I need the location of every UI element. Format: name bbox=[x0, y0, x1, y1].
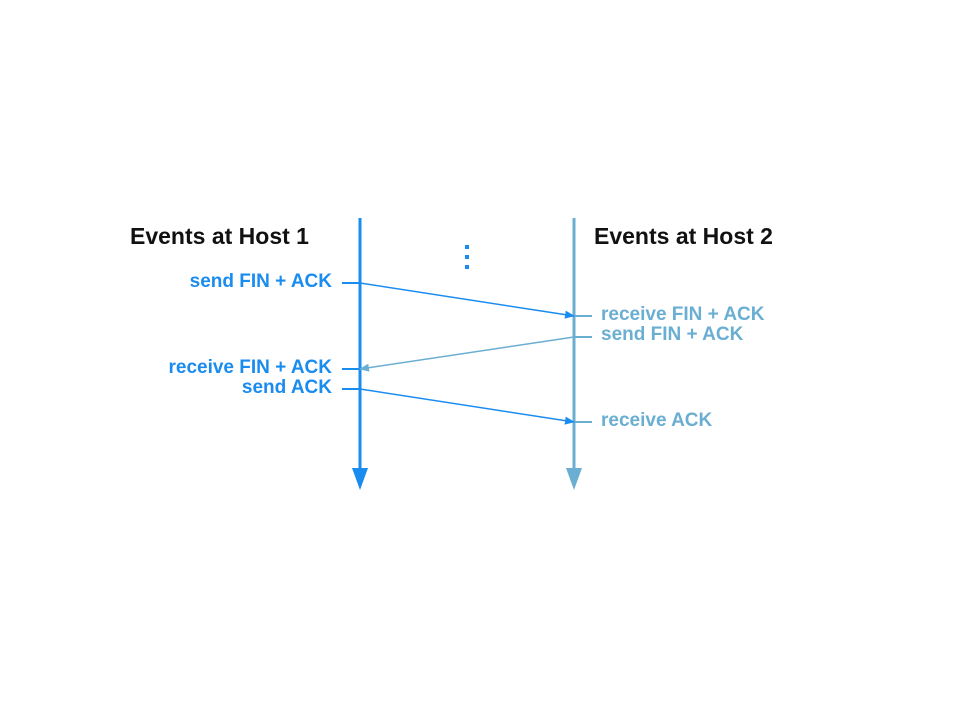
message-arrow-fin-ack-1 bbox=[359, 282, 575, 319]
host2-event-receive-fin-ack: receive FIN + ACK bbox=[601, 304, 765, 325]
message-arrow-fin-ack-2 bbox=[359, 336, 575, 372]
event-ticks bbox=[342, 282, 592, 423]
host1-event-send-ack: send ACK bbox=[241, 377, 332, 398]
host2-event-receive-ack: receive ACK bbox=[601, 410, 713, 431]
host1-event-send-fin-ack: send FIN + ACK bbox=[189, 271, 332, 292]
host2-title: Events at Host 2 bbox=[594, 223, 773, 249]
host1-timeline-arrowhead bbox=[352, 468, 368, 490]
message-arrow-ack bbox=[359, 388, 575, 425]
ellipsis-dots bbox=[465, 245, 469, 269]
host2-timeline bbox=[566, 218, 582, 490]
host2-event-send-fin-ack: send FIN + ACK bbox=[601, 324, 744, 345]
host1-title: Events at Host 1 bbox=[130, 223, 309, 249]
host2-timeline-arrowhead bbox=[566, 468, 582, 490]
host1-event-receive-fin-ack: receive FIN + ACK bbox=[168, 357, 332, 378]
host1-timeline bbox=[352, 218, 368, 490]
